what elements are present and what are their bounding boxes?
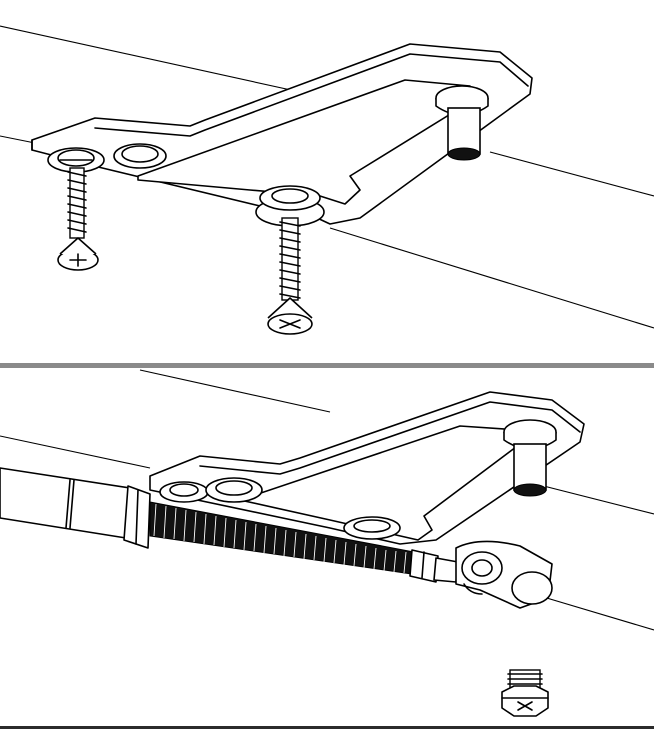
rod-thread-hatch <box>153 503 407 574</box>
screw-thread-1 <box>67 167 87 239</box>
plate-hole-left <box>113 143 167 169</box>
panel-divider-bar <box>0 363 654 368</box>
rod-end-clevis <box>455 540 553 609</box>
threaded-standoff <box>435 85 489 161</box>
hex-bolt <box>501 669 549 717</box>
plate-mounting-screw-1 <box>47 147 105 271</box>
plate-mounting-screw-2 <box>255 185 325 335</box>
mounting-plate <box>31 43 533 225</box>
threaded-standoff <box>503 419 557 497</box>
panel-divider <box>0 363 654 368</box>
panel-bottom-border-bar <box>0 726 654 729</box>
panel-bottom-border <box>0 726 654 729</box>
top-illustration <box>0 25 654 335</box>
panel-mounting-plate-with-screws <box>0 0 654 364</box>
plate-holes <box>159 477 401 540</box>
bottom-illustration <box>0 369 654 717</box>
panel-plate-with-turnbuckle-rod <box>0 368 654 726</box>
turnbuckle-rod <box>0 467 459 583</box>
screw-thread-2 <box>279 217 301 301</box>
mounting-plate <box>149 391 585 545</box>
